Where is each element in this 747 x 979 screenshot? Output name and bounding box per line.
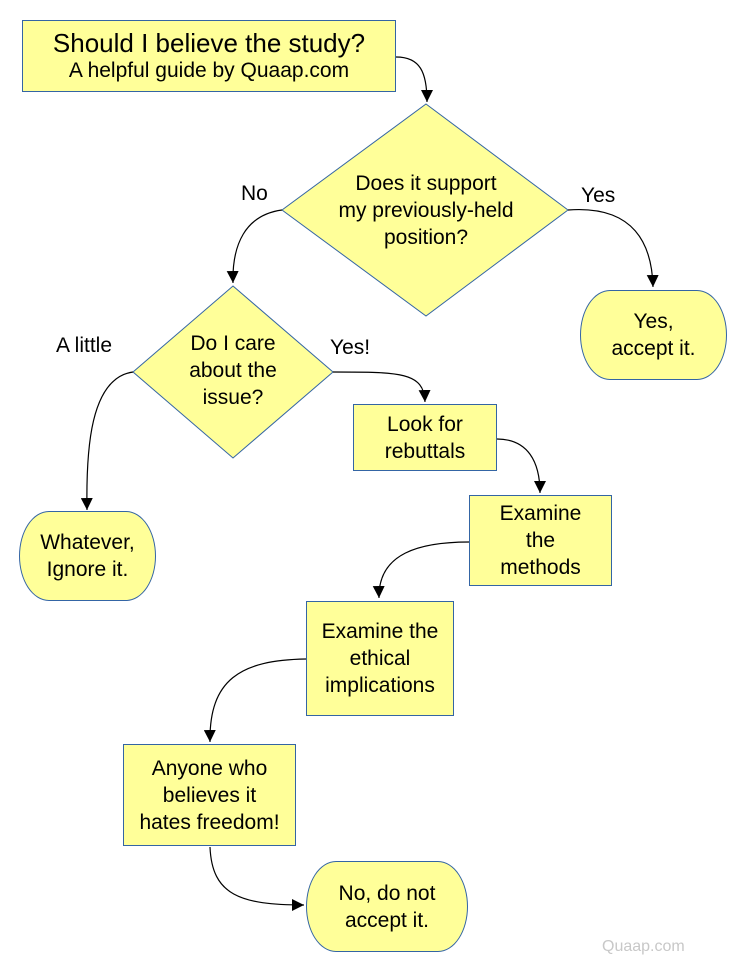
process-ethical-line: implications — [325, 674, 435, 697]
terminal-whatever-line: Ignore it. — [46, 558, 129, 581]
terminal-no-accept-line: accept it. — [344, 908, 430, 932]
process-ethical: Examine the ethical implications — [306, 601, 454, 716]
connector-care-alittle — [80, 371, 134, 511]
process-rebuttals-line: Look for — [387, 412, 463, 436]
decision-support-line: Does it support — [355, 172, 497, 195]
connector-care-yes — [332, 371, 431, 403]
edge-label-yes-excl: Yes! — [330, 336, 371, 359]
process-freedom: Anyone who believes it hates freedom! — [123, 744, 296, 846]
process-freedom-line: hates freedom! — [139, 810, 280, 834]
watermark: Quaap.com — [602, 938, 685, 955]
process-freedom-line: Anyone who — [151, 756, 268, 780]
process-rebuttals-line: rebuttals — [384, 439, 466, 463]
terminal-yes-accept-line: Yes, — [633, 310, 674, 333]
process-methods: Examine the methods — [469, 495, 612, 586]
title-subheading: A helpful guide by Quaap.com — [68, 59, 350, 82]
connector-methods-to-ethical — [372, 541, 470, 599]
decision-care-shape — [132, 285, 334, 459]
process-methods-line: the — [525, 529, 556, 552]
decision-support-line: my previously-held — [338, 199, 514, 222]
connector-support-yes — [567, 209, 659, 288]
process-rebuttals: Look for rebuttals — [353, 404, 497, 471]
edge-label-a-little: A little — [56, 334, 113, 357]
edge-label-no: No — [241, 182, 268, 205]
process-ethical-line: ethical — [349, 647, 411, 670]
decision-care: Do I care about the issue? — [148, 330, 318, 411]
terminal-yes-accept-line: accept it. — [611, 337, 696, 360]
decision-support-shape — [281, 103, 569, 317]
decision-support-line: position? — [383, 226, 469, 249]
terminal-no-accept-line: No, do not — [338, 881, 436, 905]
title-box: Should I believe the study? A helpful gu… — [22, 20, 396, 92]
connector-rebuttals-to-methods — [496, 438, 546, 494]
edge-label-yes: Yes — [581, 184, 616, 207]
process-methods-line: methods — [500, 556, 581, 579]
decision-care-line: about the — [189, 359, 277, 382]
connector-ethical-to-freedom — [203, 658, 307, 743]
title-heading: Should I believe the study? — [52, 28, 366, 58]
terminal-whatever: Whatever, Ignore it. — [19, 511, 156, 601]
process-methods-line: Examine — [499, 502, 582, 525]
terminal-yes-accept: Yes, accept it. — [580, 290, 727, 380]
terminal-whatever-line: Whatever, — [40, 531, 135, 554]
connector-support-no — [226, 209, 283, 284]
process-freedom-line: believes it — [162, 783, 257, 807]
decision-care-line: issue? — [202, 386, 264, 409]
connector-freedom-to-noaccept — [209, 846, 305, 911]
decision-support: Does it support my previously-held posit… — [300, 170, 552, 251]
connector-title-to-support — [395, 56, 433, 103]
process-ethical-line: Examine the — [321, 620, 439, 643]
terminal-no-accept: No, do not accept it. — [306, 861, 468, 952]
decision-care-line: Do I care — [190, 332, 276, 355]
